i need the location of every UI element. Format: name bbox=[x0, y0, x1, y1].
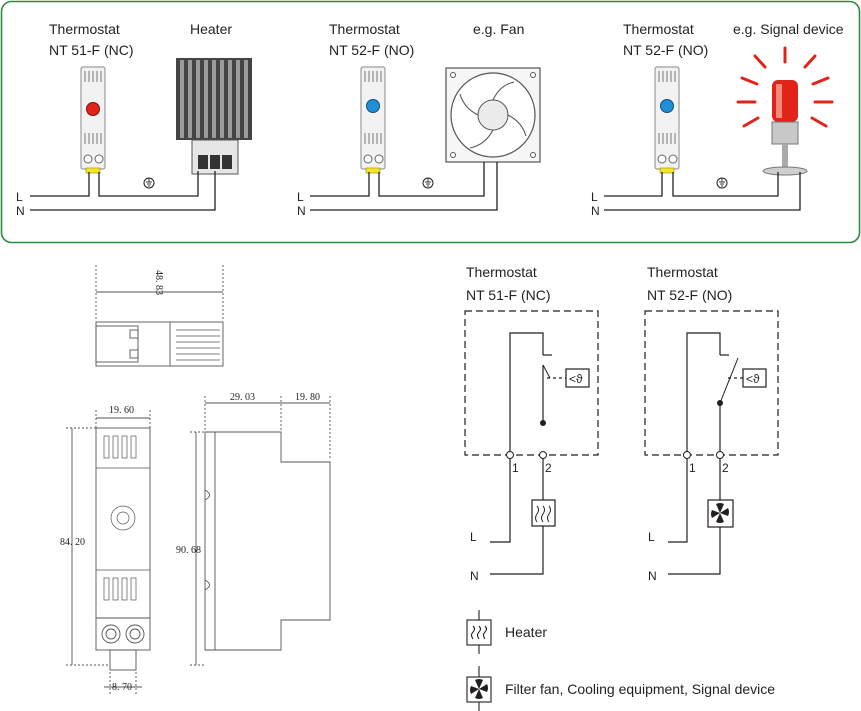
side-view-drawing bbox=[190, 396, 331, 666]
legend-heater-symbol bbox=[466, 610, 492, 654]
schematic2-pivot bbox=[717, 400, 723, 406]
panel1-setpoint-dot bbox=[86, 102, 100, 116]
fan-device-icon bbox=[445, 67, 541, 163]
panel3-setpoint-dot bbox=[660, 99, 674, 113]
dim-side-b: 19. 80 bbox=[295, 392, 320, 403]
schematic2-model: NT 52-F (NO) bbox=[647, 287, 732, 303]
dim-height-side: 90. 68 bbox=[176, 545, 201, 556]
panel1-line-N: N bbox=[16, 204, 25, 218]
panel2-setpoint-dot bbox=[366, 99, 380, 113]
wiring-panel-border bbox=[0, 0, 861, 244]
schematic1-nc-circuit bbox=[464, 310, 599, 575]
panel2-thermostat-model: NT 52-F (NO) bbox=[329, 42, 414, 58]
schematic1-terminal2-dot bbox=[539, 451, 547, 459]
panel1-thermostat-model: NT 51-F (NC) bbox=[49, 42, 134, 58]
panel3-device-label: e.g. Signal device bbox=[733, 21, 844, 37]
schematic1-model: NT 51-F (NC) bbox=[466, 287, 551, 303]
schematic2-title: Thermostat bbox=[647, 264, 718, 280]
schematic1-heater-icon bbox=[535, 505, 551, 523]
panel3-thermostat-model: NT 52-F (NO) bbox=[623, 42, 708, 58]
top-view-drawing bbox=[95, 265, 224, 367]
dim-rail-width: 8. 70 bbox=[112, 682, 132, 693]
panel2-device-label: e.g. Fan bbox=[473, 21, 524, 37]
schematic2-terminal2-label: 2 bbox=[722, 461, 729, 475]
legend-fan-blades bbox=[470, 679, 488, 699]
legend-fan-label: Filter fan, Cooling equipment, Signal de… bbox=[505, 681, 775, 697]
dim-width-front: 19. 60 bbox=[109, 405, 134, 416]
schematic1-sensor-symbol: <ϑ bbox=[569, 372, 583, 386]
panel1-device-label: Heater bbox=[190, 21, 232, 37]
signal-light-device-icon bbox=[736, 46, 834, 176]
schematic1-N-label: N bbox=[470, 569, 479, 583]
schematic1-terminal2-label: 2 bbox=[545, 461, 552, 475]
schematic1-terminal1-dot bbox=[506, 451, 514, 459]
earth-symbol-glyphs bbox=[146, 178, 725, 187]
schematic2-N-label: N bbox=[648, 569, 657, 583]
schematic2-terminal2-dot bbox=[716, 451, 724, 459]
schematic1-L-label: L bbox=[470, 530, 477, 544]
heater-device-icon bbox=[176, 58, 252, 175]
dim-height-front: 84. 20 bbox=[60, 537, 85, 548]
legend-heater-label: Heater bbox=[505, 624, 547, 640]
earth-symbols bbox=[143, 177, 728, 189]
schematic2-fan-icon bbox=[711, 503, 729, 523]
panel1-thermostat-unit bbox=[80, 66, 106, 174]
schematic2-terminal1-label: 1 bbox=[689, 461, 696, 475]
schematic2-L-label: L bbox=[648, 530, 655, 544]
panel3-thermostat-unit bbox=[654, 66, 680, 174]
schematic1-pivot bbox=[540, 420, 546, 426]
panel2-line-N: N bbox=[297, 204, 306, 218]
schematic2-terminal1-dot bbox=[683, 451, 691, 459]
panel2-line-L: L bbox=[297, 190, 304, 204]
front-view-drawing bbox=[66, 410, 151, 695]
schematic2-no-circuit bbox=[644, 310, 779, 575]
wiring-lines bbox=[30, 162, 801, 211]
schematic1-terminal1-label: 1 bbox=[512, 461, 519, 475]
panel1-line-L: L bbox=[16, 190, 23, 204]
dim-depth-top: 48. 83 bbox=[153, 270, 164, 295]
panel1-thermostat-title: Thermostat bbox=[49, 21, 120, 37]
panel2-thermostat-unit bbox=[360, 66, 386, 174]
panel3-line-L: L bbox=[591, 190, 598, 204]
panel2-thermostat-title: Thermostat bbox=[329, 21, 400, 37]
panel3-thermostat-title: Thermostat bbox=[623, 21, 694, 37]
schematic1-title: Thermostat bbox=[466, 264, 537, 280]
schematic2-sensor-symbol: <ϑ bbox=[746, 372, 760, 386]
panel3-line-N: N bbox=[591, 204, 600, 218]
dim-side-a: 29. 03 bbox=[230, 392, 255, 403]
